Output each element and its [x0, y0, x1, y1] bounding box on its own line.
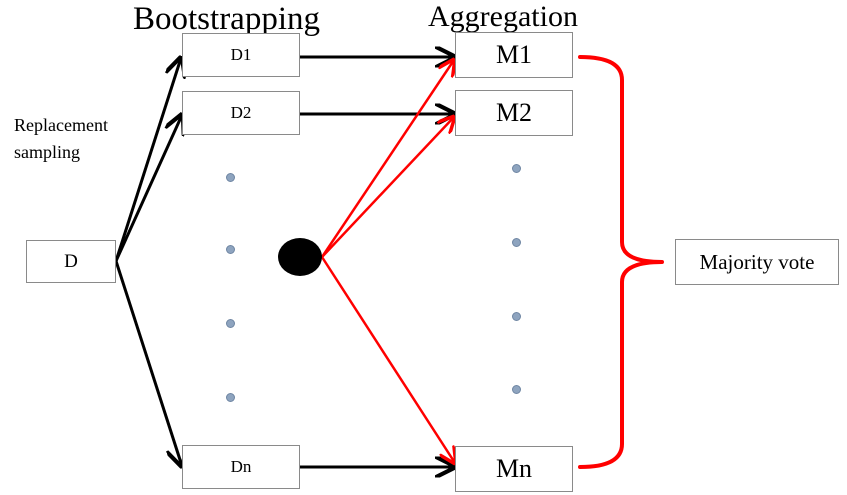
bootstrap-sample-dn-box: Dn [182, 445, 300, 489]
source-dataset-box: D [26, 240, 116, 283]
model-m2-box: M2 [455, 90, 573, 136]
aggregation-hub-node [278, 238, 322, 276]
replacement-sampling-label: Replacement sampling [14, 112, 108, 166]
ellipsis-dot [226, 393, 235, 402]
replacement-sampling-line1: Replacement [14, 115, 108, 135]
arrow-hub-to-m2 [321, 117, 454, 258]
replacement-sampling-line2: sampling [14, 142, 80, 162]
bootstrap-sample-d1-box: D1 [182, 33, 300, 77]
aggregation-brace [578, 55, 664, 469]
model-m1-box: M1 [455, 32, 573, 78]
arrow-hub-to-m1 [320, 60, 454, 258]
ellipsis-dot [512, 385, 521, 394]
ellipsis-dot [512, 312, 521, 321]
bootstrap-sample-d2-box: D2 [182, 91, 300, 135]
arrow-hub-to-mn [320, 256, 455, 463]
arrow-d-to-d2 [114, 115, 182, 262]
ellipsis-dot [226, 245, 235, 254]
aggregation-heading: Aggregation [428, 0, 578, 33]
ellipsis-dot [512, 164, 521, 173]
ellipsis-dot [512, 238, 521, 247]
majority-vote-box: Majority vote [675, 239, 839, 285]
arrow-d-to-dn [114, 260, 182, 466]
model-mn-box: Mn [455, 446, 573, 492]
ellipsis-dot [226, 173, 235, 182]
bootstrapping-heading: Bootstrapping [133, 1, 320, 37]
ellipsis-dot [226, 319, 235, 328]
arrow-d-to-d1 [114, 58, 181, 262]
